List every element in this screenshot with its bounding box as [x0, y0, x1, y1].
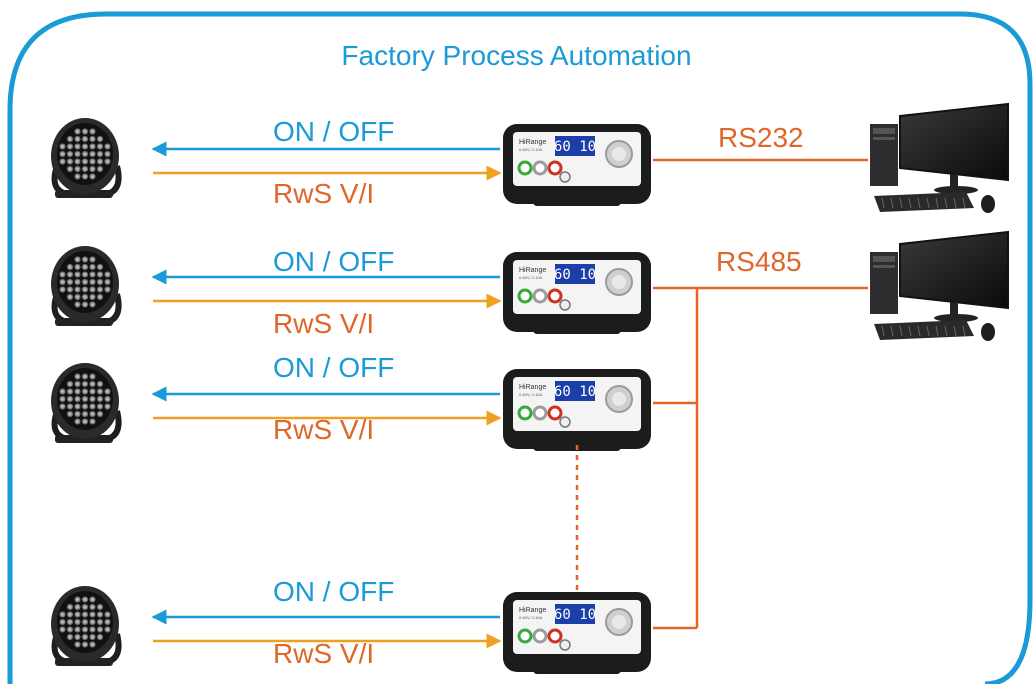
on-off-label-4: ON / OFF — [273, 576, 395, 607]
device-terminal — [547, 288, 563, 304]
device-spec: 0-60V, 0-10A — [519, 147, 543, 152]
device-terminal — [517, 160, 533, 176]
frame-border — [7, 11, 1033, 687]
device-display — [555, 604, 595, 624]
computer-icon — [870, 230, 1009, 341]
on-off-label-2: ON / OFF — [273, 246, 395, 277]
device-terminal — [532, 160, 548, 176]
rws-label-4: RwS V/I — [273, 638, 375, 669]
device-display-text: 60 10 — [554, 267, 596, 283]
device-brand: HiRange — [519, 267, 546, 274]
rws-label-3: RwS V/I — [273, 414, 375, 445]
rs485-bus — [653, 286, 868, 630]
stage-light-icon — [51, 586, 122, 666]
device-display-text: 60 10 — [554, 384, 596, 400]
diagram-title: Factory Process Automation — [341, 40, 692, 71]
stage-light-icon — [51, 363, 122, 443]
device-terminal — [517, 288, 533, 304]
rws-label-2: RwS V/I — [273, 308, 375, 339]
device-display — [555, 264, 595, 284]
device-brand: HiRange — [519, 139, 546, 146]
device-brand: HiRange — [519, 607, 546, 614]
device-terminal — [532, 628, 548, 644]
device-terminal — [517, 628, 533, 644]
device-terminal — [547, 160, 563, 176]
device-terminal — [547, 628, 563, 644]
device-spec: 0-60V, 0-10A — [519, 615, 543, 620]
device-display-text: 60 10 — [554, 607, 596, 623]
device-terminal — [532, 405, 548, 421]
device-brand: HiRange — [519, 384, 546, 391]
rs485-label: RS485 — [716, 246, 802, 277]
on-off-label-3: ON / OFF — [273, 352, 395, 383]
computer-icon — [870, 102, 1009, 213]
stage-light-icon — [51, 246, 122, 326]
device-terminal — [517, 405, 533, 421]
rws-label-1: RwS V/I — [273, 178, 375, 209]
device-terminal — [532, 288, 548, 304]
device-display — [555, 136, 595, 156]
on-off-label-1: ON / OFF — [273, 116, 395, 147]
device-terminal — [547, 405, 563, 421]
stage-light-icon — [51, 118, 122, 198]
rs232-label: RS232 — [718, 122, 804, 153]
device-spec: 0-60V, 0-10A — [519, 275, 543, 280]
device-display — [555, 381, 595, 401]
device-display-text: 60 10 — [554, 139, 596, 155]
device-spec: 0-60V, 0-10A — [519, 392, 543, 397]
